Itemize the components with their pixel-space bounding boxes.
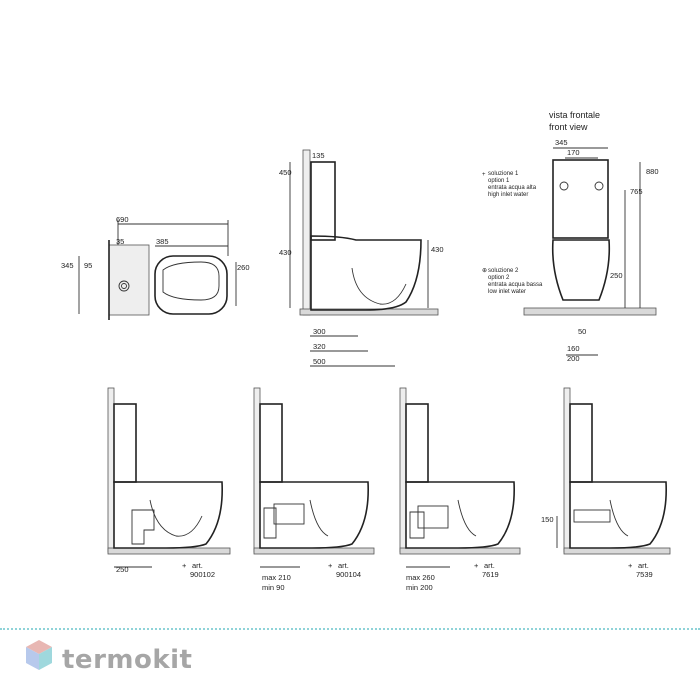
option1-line3: entrata acqua alta xyxy=(488,185,537,191)
footer: termokit xyxy=(0,628,700,700)
dim-345-front: 345 xyxy=(555,138,568,147)
svg-text:+: + xyxy=(628,561,633,570)
dim-35: 35 xyxy=(116,237,124,246)
svg-text:+: + xyxy=(482,172,486,178)
variant-900102: 250 + art. 900102 xyxy=(107,387,231,579)
dim-690: 690 xyxy=(116,215,129,224)
svg-text:+: + xyxy=(328,561,333,570)
variant2-dim-min: min 90 xyxy=(262,583,285,592)
top-view-bowl xyxy=(154,255,228,315)
variant-900104: max 210 min 90 + art. 900104 xyxy=(253,387,375,592)
dim-300: 300 xyxy=(313,327,326,336)
dim-200-front: 200 xyxy=(567,354,580,363)
dim-135: 135 xyxy=(312,151,325,160)
variant2-label: art. xyxy=(338,561,349,570)
variant3-dim-min: min 200 xyxy=(406,583,433,592)
variant4-dim: 150 xyxy=(541,515,554,524)
option1-line2: option 1 xyxy=(488,178,510,184)
option2-line2: option 2 xyxy=(488,275,510,281)
side-view-bowl xyxy=(310,235,422,311)
dim-345: 345 xyxy=(61,261,74,270)
dim-880: 880 xyxy=(646,167,659,176)
svg-text:+: + xyxy=(182,561,187,570)
variant2-dim-max: max 210 xyxy=(262,573,291,582)
front-view-bowl xyxy=(551,239,611,301)
termokit-logo-icon xyxy=(26,640,52,670)
side-view-trap xyxy=(351,267,407,305)
top-view-drain-icon xyxy=(118,280,130,292)
front-view-title-en: front view xyxy=(549,122,588,132)
variant3-label: art. xyxy=(484,561,495,570)
inlet-option1-icon xyxy=(559,181,569,191)
dim-765: 765 xyxy=(630,187,643,196)
dim-430-right: 430 xyxy=(431,245,444,254)
option2-line1: soluzione 2 xyxy=(488,268,519,274)
svg-text:+: + xyxy=(474,561,479,570)
front-view-title-it: vista frontale xyxy=(549,110,600,120)
svg-text:⊕: ⊕ xyxy=(482,268,487,274)
dim-260: 260 xyxy=(237,263,250,272)
variant2-code: 900104 xyxy=(336,570,361,579)
front-view-floor xyxy=(523,307,657,316)
top-view-seat xyxy=(162,261,220,301)
variant1-label: art. xyxy=(192,561,203,570)
dim-95: 95 xyxy=(84,261,92,270)
front-view-cistern xyxy=(552,159,609,239)
variant4-label: art. xyxy=(638,561,649,570)
option1-line1: soluzione 1 xyxy=(488,171,519,177)
dim-500: 500 xyxy=(313,357,326,366)
footer-divider xyxy=(0,628,700,630)
option2-line3: entrata acqua bassa xyxy=(488,282,543,288)
top-view-drain-inner xyxy=(121,283,127,289)
top-view-wall xyxy=(108,244,150,316)
brand-name[interactable]: termokit xyxy=(62,645,193,675)
front-view: vista frontale front view 345 170 880 76… xyxy=(482,110,659,363)
dim-450: 450 xyxy=(279,168,292,177)
variant3-dim-max: max 260 xyxy=(406,573,435,582)
dim-250: 250 xyxy=(610,271,623,280)
variant1-code: 900102 xyxy=(190,570,215,579)
dim-50: 50 xyxy=(578,327,586,336)
variant1-dim: 250 xyxy=(116,565,129,574)
variant-7539: 150 + art. 7539 xyxy=(541,387,671,579)
side-view-floor xyxy=(299,308,439,316)
variant-7619: max 260 min 200 + art. 7619 xyxy=(399,387,521,592)
inlet-option1b-icon xyxy=(594,181,604,191)
side-view-wall xyxy=(302,149,311,316)
top-view: 690 35 385 345 95 260 xyxy=(61,215,250,320)
side-view-cistern xyxy=(310,161,336,241)
dim-160: 160 xyxy=(567,344,580,353)
dim-385: 385 xyxy=(156,237,169,246)
side-view: 135 450 430 430 300 320 500 xyxy=(279,149,444,367)
option1-line4: high inlet water xyxy=(488,192,528,198)
dim-170: 170 xyxy=(567,148,580,157)
dim-320: 320 xyxy=(313,342,326,351)
variant3-code: 7619 xyxy=(482,570,499,579)
option2-line4: low inlet water xyxy=(488,289,526,295)
dim-430-left: 430 xyxy=(279,248,292,257)
variant4-code: 7539 xyxy=(636,570,653,579)
